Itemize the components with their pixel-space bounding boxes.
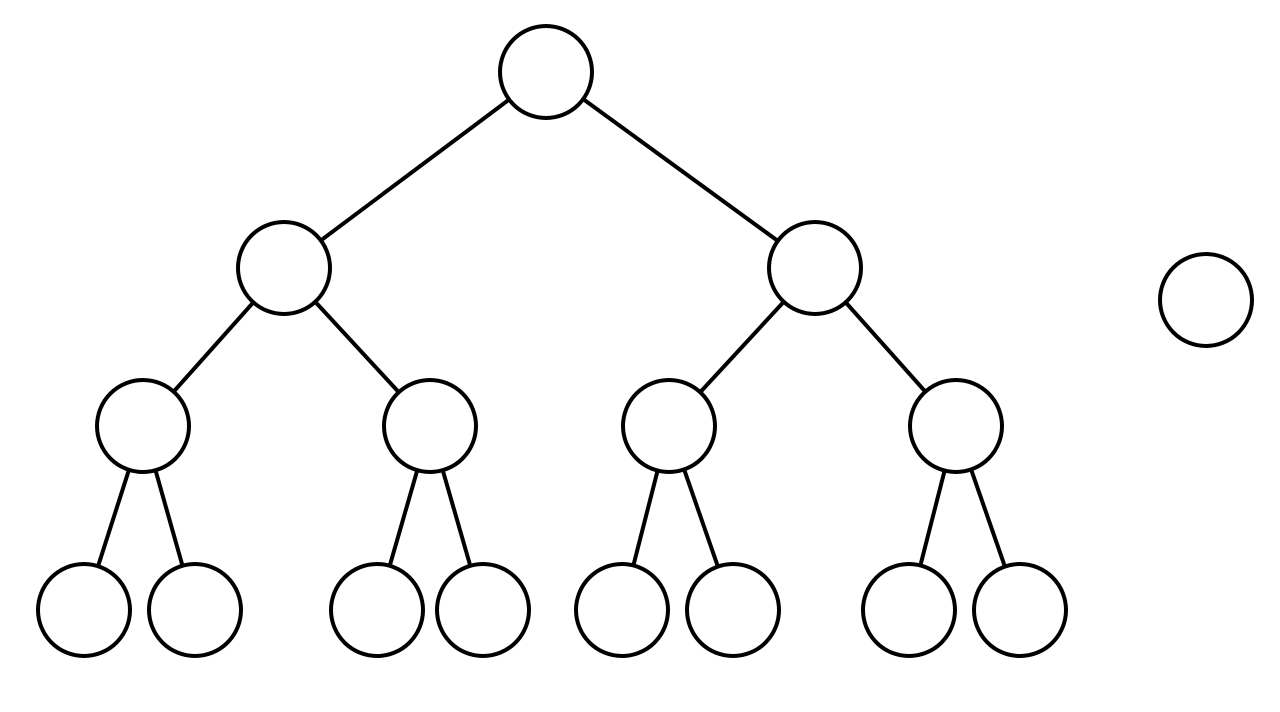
node-n14 bbox=[861, 562, 957, 658]
edge-n1-n2 bbox=[282, 70, 548, 270]
node-n15 bbox=[972, 562, 1068, 658]
node-n4 bbox=[95, 378, 191, 474]
node-n12 bbox=[574, 562, 670, 658]
node-isolated bbox=[1158, 252, 1254, 348]
node-n10 bbox=[329, 562, 425, 658]
node-n13 bbox=[685, 562, 781, 658]
node-n9 bbox=[147, 562, 243, 658]
node-n6 bbox=[621, 378, 717, 474]
node-n1 bbox=[498, 24, 594, 120]
edges bbox=[82, 70, 1022, 611]
edge-n1-n3 bbox=[544, 70, 817, 270]
node-n11 bbox=[435, 562, 531, 658]
node-n7 bbox=[908, 378, 1004, 474]
node-n8 bbox=[36, 562, 132, 658]
node-n3 bbox=[767, 220, 863, 316]
node-n2 bbox=[236, 220, 332, 316]
node-n5 bbox=[382, 378, 478, 474]
nodes bbox=[36, 24, 1254, 658]
